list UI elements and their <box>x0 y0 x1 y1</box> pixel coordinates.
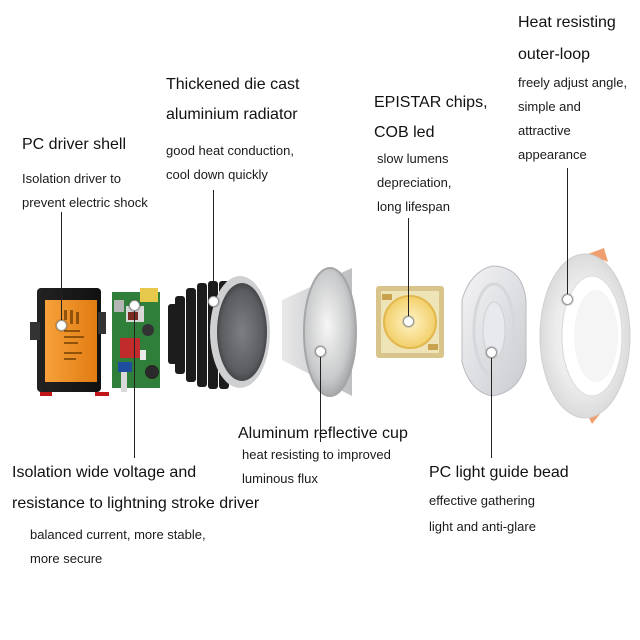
pc-driver-shell-desc-2: prevent electric shock <box>22 195 148 210</box>
pc-driver-shell-marker <box>56 320 67 331</box>
outer-loop-desc-1: freely adjust angle, <box>518 75 628 90</box>
driver-title-2: resistance to lightning stroke driver <box>12 495 260 512</box>
driver-title-1: Isolation wide voltage and <box>12 464 197 481</box>
driver-desc-1: balanced current, more stable, <box>30 527 206 542</box>
radiator-title-1: Thickened die cast <box>166 76 300 93</box>
radiator-marker <box>208 296 219 307</box>
guide-bead-title: PC light guide bead <box>429 464 569 481</box>
outer-loop-leader <box>567 168 568 296</box>
outer-loop-title-1: Heat resisting <box>518 14 616 31</box>
chips-leader <box>408 218 409 318</box>
chips-title-1: EPISTAR chips, <box>374 94 488 111</box>
reflective-cup-title: Aluminum reflective cup <box>238 425 408 442</box>
reflective-cup-marker <box>315 346 326 357</box>
guide-bead-marker <box>486 347 497 358</box>
pc-driver-shell-desc-1: Isolation driver to <box>22 171 121 186</box>
outer-loop-marker <box>562 294 573 305</box>
chips-desc-3: long lifespan <box>377 199 450 214</box>
driver-marker <box>129 300 140 311</box>
pc-driver-shell-leader <box>61 212 62 324</box>
reflective-cup-graphic <box>282 267 357 397</box>
outer-loop-desc-2: simple and <box>518 99 581 114</box>
chips-marker <box>403 316 414 327</box>
driver-leader <box>134 304 135 458</box>
pc-driver-shell-title: PC driver shell <box>22 136 127 153</box>
outer-loop-desc-4: appearance <box>518 147 587 162</box>
chips-title-2: COB led <box>374 124 435 141</box>
outer-ring-graphic <box>539 248 631 424</box>
radiator-graphic <box>168 276 270 389</box>
driver-desc-2: more secure <box>30 551 103 566</box>
reflective-cup-desc-2: luminous flux <box>242 471 318 486</box>
radiator-title-2: aluminium radiator <box>166 106 298 123</box>
guide-bead-desc-2: light and anti-glare <box>429 519 536 534</box>
guide-bead-leader <box>491 354 492 458</box>
reflective-cup-desc-1: heat resisting to improved <box>242 447 391 462</box>
reflective-cup-leader <box>320 352 321 442</box>
chips-desc-1: slow lumens <box>377 151 449 166</box>
driver-shell-graphic <box>30 288 109 396</box>
light-guide-bead-graphic <box>461 265 527 397</box>
outer-loop-desc-3: attractive <box>518 123 571 138</box>
radiator-desc-1: good heat conduction, <box>166 143 294 158</box>
radiator-desc-2: cool down quickly <box>166 167 268 182</box>
outer-loop-title-2: outer-loop <box>518 46 591 63</box>
guide-bead-desc-1: effective gathering <box>429 493 535 508</box>
radiator-leader <box>213 190 214 300</box>
chips-desc-2: depreciation, <box>377 175 452 190</box>
